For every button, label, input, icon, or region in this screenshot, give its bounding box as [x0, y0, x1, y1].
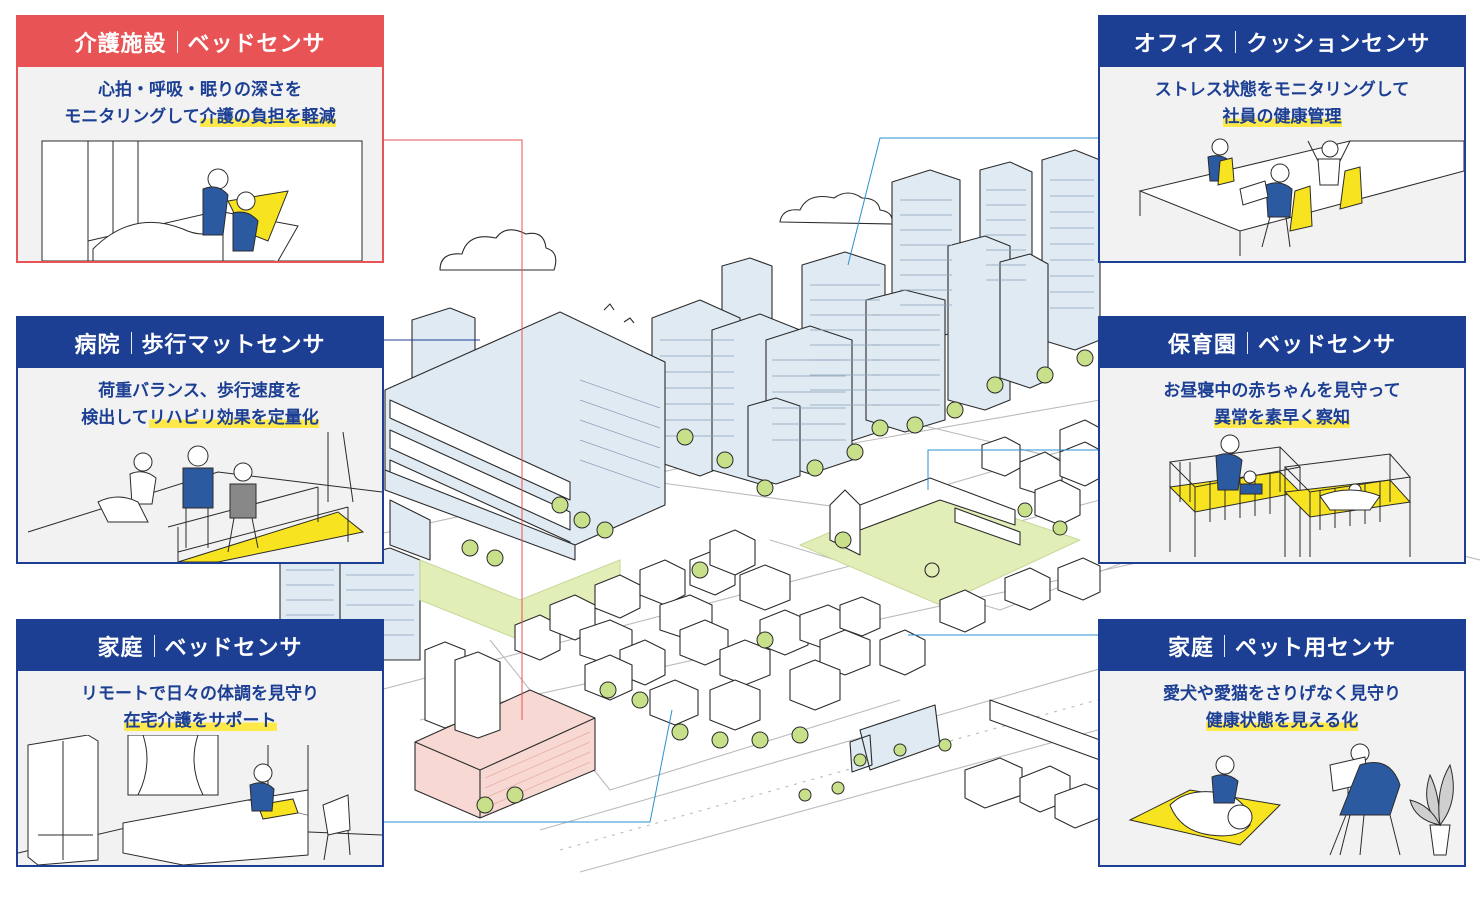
- card-place: 病院: [74, 333, 121, 358]
- desc-line-2-plain: 検出して: [81, 408, 149, 428]
- desc-highlight: 在宅介護をサポート: [123, 711, 277, 731]
- card-title: 家庭 ペット用センサ: [1100, 621, 1464, 671]
- card-description: お昼寝中の赤ちゃんを見守って 異常を素早く察知: [1100, 378, 1464, 432]
- card-title: オフィス クッションセンサ: [1100, 17, 1464, 67]
- person-icon: [1207, 138, 1351, 248]
- hospital-illustration: [18, 432, 382, 562]
- desc-line-2-plain: モニタリングして: [64, 107, 200, 127]
- card-place: 家庭: [97, 636, 144, 661]
- card-title: 病院 歩行マットセンサ: [18, 318, 382, 368]
- tree-icon: [461, 349, 1094, 814]
- card-nursery-bed-sensor: 保育園 ベッドセンサ お昼寝中の赤ちゃんを見守って 異常を素早く察知: [1098, 316, 1466, 564]
- card-sensor: ベッドセンサ: [1258, 333, 1397, 358]
- desc-highlight: 社員の健康管理: [1222, 107, 1342, 127]
- desc-line-2: 異常を素早く察知: [1100, 405, 1464, 432]
- desc-line-2: モニタリングして介護の負担を軽減: [18, 104, 382, 131]
- bed-icon: [122, 745, 309, 865]
- desc-highlight: リハビリ効果を定量化: [148, 408, 319, 428]
- card-description: 荷重バランス、歩行速度を 検出してリハビリ効果を定量化: [18, 378, 382, 432]
- card-place: 保育園: [1167, 333, 1237, 358]
- card-description: 愛犬や愛猫をさりげなく見守り 健康状態を見える化: [1100, 681, 1464, 735]
- home-bed-illustration: [18, 735, 382, 865]
- desc-line-1: 愛犬や愛猫をさりげなく見守り: [1163, 684, 1401, 704]
- card-title: 保育園 ベッドセンサ: [1100, 318, 1464, 368]
- chair-icon: [1339, 762, 1401, 856]
- chair-icon: [322, 794, 351, 861]
- desc-line-2: 検出してリハビリ効果を定量化: [18, 405, 382, 432]
- card-sensor: ベッドセンサ: [164, 636, 303, 661]
- person-icon: [202, 168, 259, 252]
- desc-line-1: ストレス状態をモニタリングして: [1154, 80, 1410, 100]
- wardrobe-icon: [27, 735, 99, 865]
- card-sensor: クッションセンサ: [1246, 32, 1431, 57]
- card-nursing-bed-sensor: 介護施設 ベッドセンサ 心拍・呼吸・眠りの深さを モニタリングして介護の負担を軽…: [16, 15, 384, 263]
- person-icon: [97, 445, 259, 553]
- card-hospital-walking-mat-sensor: 病院 歩行マットセンサ 荷重バランス、歩行速度を 検出してリハビリ効果を定量化: [16, 316, 384, 564]
- desc-line-2: 社員の健康管理: [1100, 104, 1464, 131]
- card-title: 家庭 ベッドセンサ: [18, 621, 382, 671]
- person-icon: [1215, 434, 1381, 511]
- desc-highlight: 異常を素早く察知: [1214, 408, 1350, 428]
- chair-icon: [1217, 157, 1363, 232]
- desc-line-2: 在宅介護をサポート: [18, 708, 382, 735]
- nursery-illustration: [1100, 432, 1464, 562]
- desc-line-1: リモートで日々の体調を見守り: [81, 684, 319, 704]
- title-separator: [1224, 635, 1225, 657]
- title-separator: [1247, 332, 1248, 354]
- card-home-bed-sensor: 家庭 ベッドセンサ リモートで日々の体調を見守り 在宅介護をサポート: [16, 619, 384, 867]
- card-home-pet-sensor: 家庭 ペット用センサ 愛犬や愛猫をさりげなく見守り 健康状態を見える化: [1098, 619, 1466, 867]
- card-description: ストレス状態をモニタリングして 社員の健康管理: [1100, 77, 1464, 131]
- card-place: 介護施設: [74, 32, 167, 57]
- desc-highlight: 介護の負担を軽減: [199, 107, 336, 127]
- card-description: 心拍・呼吸・眠りの深さを モニタリングして介護の負担を軽減: [18, 77, 382, 131]
- title-separator: [1235, 31, 1237, 53]
- desc-line-1: 荷重バランス、歩行速度を: [98, 381, 302, 401]
- card-sensor: ペット用センサ: [1235, 636, 1397, 661]
- desc-line-1: お昼寝中の赤ちゃんを見守って: [1163, 381, 1401, 401]
- card-title: 介護施設 ベッドセンサ: [18, 17, 382, 67]
- title-separator: [153, 635, 155, 657]
- title-separator: [130, 332, 132, 354]
- office-illustration: [1100, 131, 1464, 261]
- plant-icon: [1409, 763, 1454, 856]
- card-sensor: ベッドセンサ: [187, 32, 326, 57]
- cloud-icon: [439, 229, 557, 271]
- pet-illustration: [1100, 735, 1464, 865]
- bird-icon: [603, 303, 635, 324]
- card-office-cushion-sensor: オフィス クッションセンサ ストレス状態をモニタリングして 社員の健康管理: [1098, 15, 1466, 263]
- desc-highlight: 健康状態を見える化: [1205, 711, 1359, 731]
- card-place: オフィス: [1133, 32, 1226, 57]
- desc-line-1: 心拍・呼吸・眠りの深さを: [98, 80, 302, 100]
- card-sensor: 歩行マットセンサ: [141, 333, 326, 358]
- cloud-icon: [779, 192, 893, 225]
- card-place: 家庭: [1167, 636, 1214, 661]
- nursing-illustration: [18, 131, 382, 261]
- title-separator: [176, 31, 178, 53]
- truck-icon: [964, 757, 1023, 809]
- card-description: リモートで日々の体調を見守り 在宅介護をサポート: [18, 681, 382, 735]
- desc-line-2: 健康状態を見える化: [1100, 708, 1464, 735]
